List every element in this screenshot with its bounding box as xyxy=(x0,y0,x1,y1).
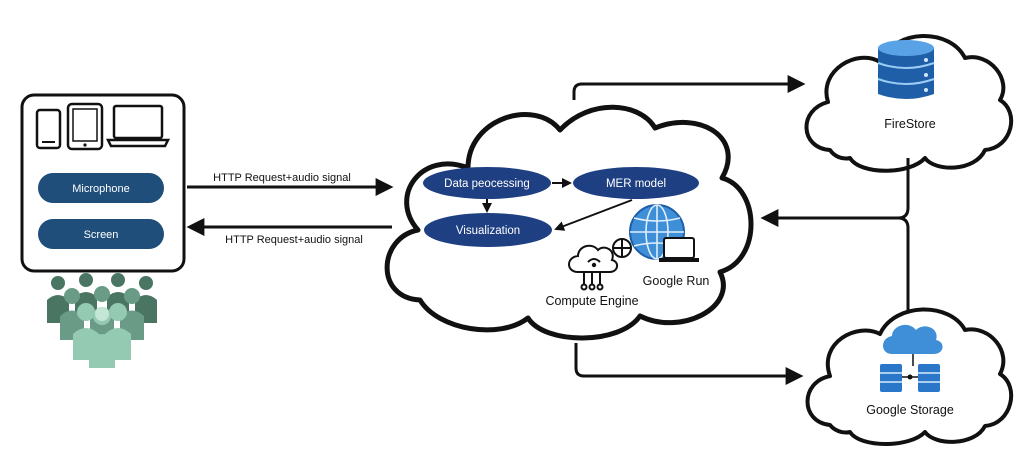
screen-label: Screen xyxy=(84,229,119,241)
edge-cloud-to-storage xyxy=(574,343,804,385)
request-arrow-top: HTTP Request+audio signal xyxy=(187,172,394,196)
google-run-icon xyxy=(629,204,699,262)
data-processing-label: Data peocessing xyxy=(444,178,530,190)
edge-model-to-visualization xyxy=(554,199,633,231)
mer-model-label: MER model xyxy=(606,178,666,190)
node-data-processing: Data peocessing xyxy=(423,167,551,199)
request-bottom-label: HTTP Request+audio signal xyxy=(225,234,363,246)
visualization-label: Visualization xyxy=(456,225,520,237)
laptop-icon xyxy=(105,104,171,148)
tablet-icon xyxy=(66,102,104,151)
firestore-cloud xyxy=(804,34,1014,173)
phone-icon xyxy=(35,108,62,150)
compute-engine-icon xyxy=(568,238,632,291)
client-panel: Microphone Screen xyxy=(20,93,186,273)
central-cloud xyxy=(384,104,754,341)
people-group-icon xyxy=(47,273,157,368)
node-mer-model: MER model xyxy=(573,167,699,199)
compute-engine-label: Compute Engine xyxy=(545,294,638,308)
request-arrow-bottom: HTTP Request+audio signal xyxy=(186,218,392,246)
database-stack-icon xyxy=(877,40,935,99)
screen-button[interactable]: Screen xyxy=(38,219,164,249)
node-visualization: Visualization xyxy=(424,213,552,247)
request-top-label: HTTP Request+audio signal xyxy=(213,172,351,184)
edge-cloud-to-firestore xyxy=(572,75,806,100)
firestore-label: FireStore xyxy=(884,117,935,131)
edge-storage-to-cloud xyxy=(897,216,910,310)
microphone-button[interactable]: Microphone xyxy=(38,173,164,203)
cloud-storage-icon xyxy=(880,324,943,392)
google-run-label: Google Run xyxy=(643,274,710,288)
microphone-label: Microphone xyxy=(72,183,129,195)
google-storage-label: Google Storage xyxy=(866,403,954,417)
